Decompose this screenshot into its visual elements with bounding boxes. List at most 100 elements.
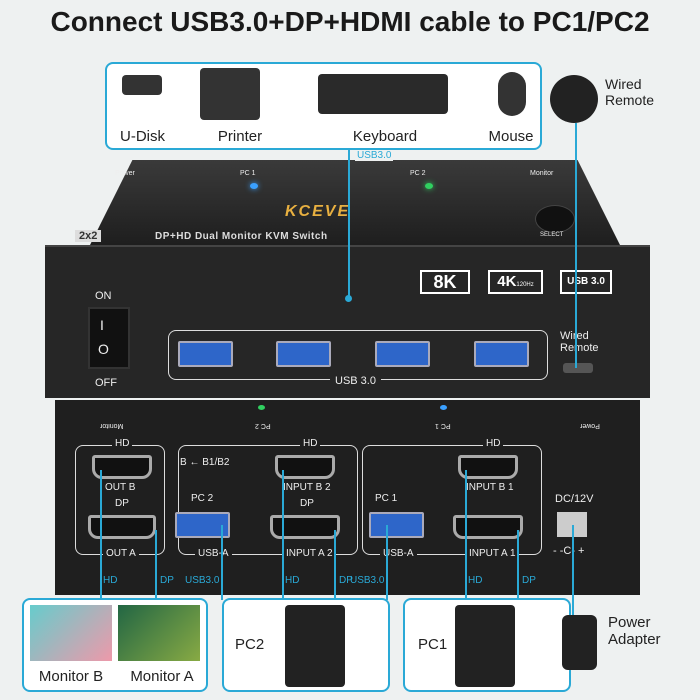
rear-label: Monitor [100, 422, 124, 429]
page-title: Connect USB3.0+DP+HDMI cable to PC1/PC2 [50, 6, 650, 37]
out-a-label: OUT A [103, 548, 139, 559]
wired-remote-label: Wired Remote [605, 76, 655, 108]
badge-4k: 4K120Hz [488, 270, 543, 294]
rear-led-pc1 [440, 405, 447, 410]
remote-cable-line [575, 123, 577, 368]
pc2-label: PC2 [235, 636, 265, 653]
keyboard-icon [318, 74, 448, 114]
pc2-input-group [178, 445, 358, 555]
brand-logo: KCEVE [285, 203, 351, 220]
input-a2-port[interactable] [270, 515, 340, 539]
printer-icon [200, 68, 260, 120]
label-monitor: Monitor [530, 170, 554, 177]
b-switch-note: B ← B1/B2 [180, 457, 230, 468]
out-b-label: OUT B [105, 482, 136, 493]
device-rear [55, 400, 640, 595]
pc1-label: PC1 [418, 636, 448, 653]
hd-label: HD [112, 438, 133, 449]
power-cable-line [572, 525, 574, 615]
remote-port-label: Wired Remote [560, 330, 599, 354]
dp-label: DP [115, 498, 129, 509]
rear-label: PC 1 [435, 422, 451, 429]
model-name: DP+HD Dual Monitor KVM Switch [155, 231, 328, 242]
cable-line [221, 525, 223, 600]
badge-4k-text: 4K [497, 273, 517, 290]
mouse-icon [498, 72, 526, 116]
cable-label: USB3.0 [350, 575, 385, 586]
front-usb-port[interactable] [178, 341, 233, 367]
wired-remote-icon [550, 75, 598, 123]
usb-cable-line [348, 150, 350, 300]
pc2-led [425, 183, 433, 189]
hd-label: HD [300, 438, 321, 449]
badge-usb3: USB 3.0 [560, 270, 612, 294]
input-b1-port[interactable] [458, 455, 518, 479]
switch-i: I [100, 317, 104, 333]
out-a-dp-port[interactable] [88, 515, 156, 539]
monitor-b-label: Monitor B [38, 668, 104, 685]
pc1-led [250, 183, 258, 189]
monitor-b-image [30, 605, 112, 661]
cable-label: HD [285, 575, 300, 586]
peripheral-label: Keyboard [352, 128, 418, 145]
cable-label: DP [522, 575, 536, 586]
peripheral-label: Printer [217, 128, 263, 145]
out-b-hdmi-port[interactable] [92, 455, 152, 479]
cable-label: DP [160, 575, 174, 586]
cable-label: DP [339, 575, 353, 586]
select-button[interactable] [535, 205, 575, 233]
power-adapter-icon [562, 615, 597, 670]
power-adapter-label: Power Adapter [608, 614, 661, 648]
cable-line [517, 530, 519, 600]
cable-line [155, 530, 157, 610]
hd-label: HD [483, 438, 504, 449]
remote-port[interactable] [563, 363, 593, 373]
input-b2-label: INPUT B 2 [283, 482, 331, 493]
label-power: Power [115, 170, 135, 177]
rear-label: Power [580, 422, 600, 429]
input-a1-label: INPUT A 1 [466, 548, 519, 559]
front-usb-port[interactable] [474, 341, 529, 367]
device-front [45, 245, 650, 398]
model-badge: 2x2 [75, 230, 102, 242]
usb-connection-dot [345, 295, 352, 302]
pc2-usb-a-port[interactable] [175, 512, 230, 538]
front-usb-port[interactable] [375, 341, 430, 367]
rear-label: PC 2 [255, 422, 271, 429]
usb-a-label: USB-A [195, 548, 232, 559]
peripheral-label: U-Disk [120, 128, 165, 145]
input-a2-label: INPUT A 2 [283, 548, 336, 559]
label-off: OFF [95, 377, 117, 389]
input-b2-port[interactable] [275, 455, 335, 479]
cable-label: HD [103, 575, 118, 586]
usb-drive-icon [122, 75, 162, 95]
input-a1-port[interactable] [453, 515, 523, 539]
dp-label: DP [300, 498, 314, 509]
cable-label: HD [468, 575, 483, 586]
device-top [90, 160, 620, 245]
badge-120hz: 120Hz [516, 282, 534, 288]
usb-a-label: USB-A [380, 548, 417, 559]
monitor-a-image [118, 605, 200, 661]
pc1-usb-a-port[interactable] [369, 512, 424, 538]
pc2-tower-icon [285, 605, 345, 687]
badge-8k: 8K [420, 270, 470, 294]
cable-label: USB3.0 [185, 575, 220, 586]
cable-label: USB3.0 [355, 150, 394, 161]
polarity-label: - -C- + [553, 545, 585, 557]
power-switch[interactable]: I O [88, 307, 130, 369]
cable-line [334, 530, 336, 600]
cable-line [282, 470, 284, 600]
pc1-input-group [362, 445, 542, 555]
cable-line [100, 470, 102, 610]
label-pc1: PC 1 [240, 170, 256, 177]
pc1-tower-icon [455, 605, 515, 687]
rear-led-pc2 [258, 405, 265, 410]
label-pc2: PC 2 [410, 170, 426, 177]
cable-line [465, 470, 467, 600]
pc1-label: PC 1 [372, 493, 401, 504]
monitor-a-label: Monitor A [130, 668, 194, 685]
input-b1-label: INPUT B 1 [466, 482, 514, 493]
front-usb-port[interactable] [276, 341, 331, 367]
dc-label: DC/12V [555, 493, 594, 505]
